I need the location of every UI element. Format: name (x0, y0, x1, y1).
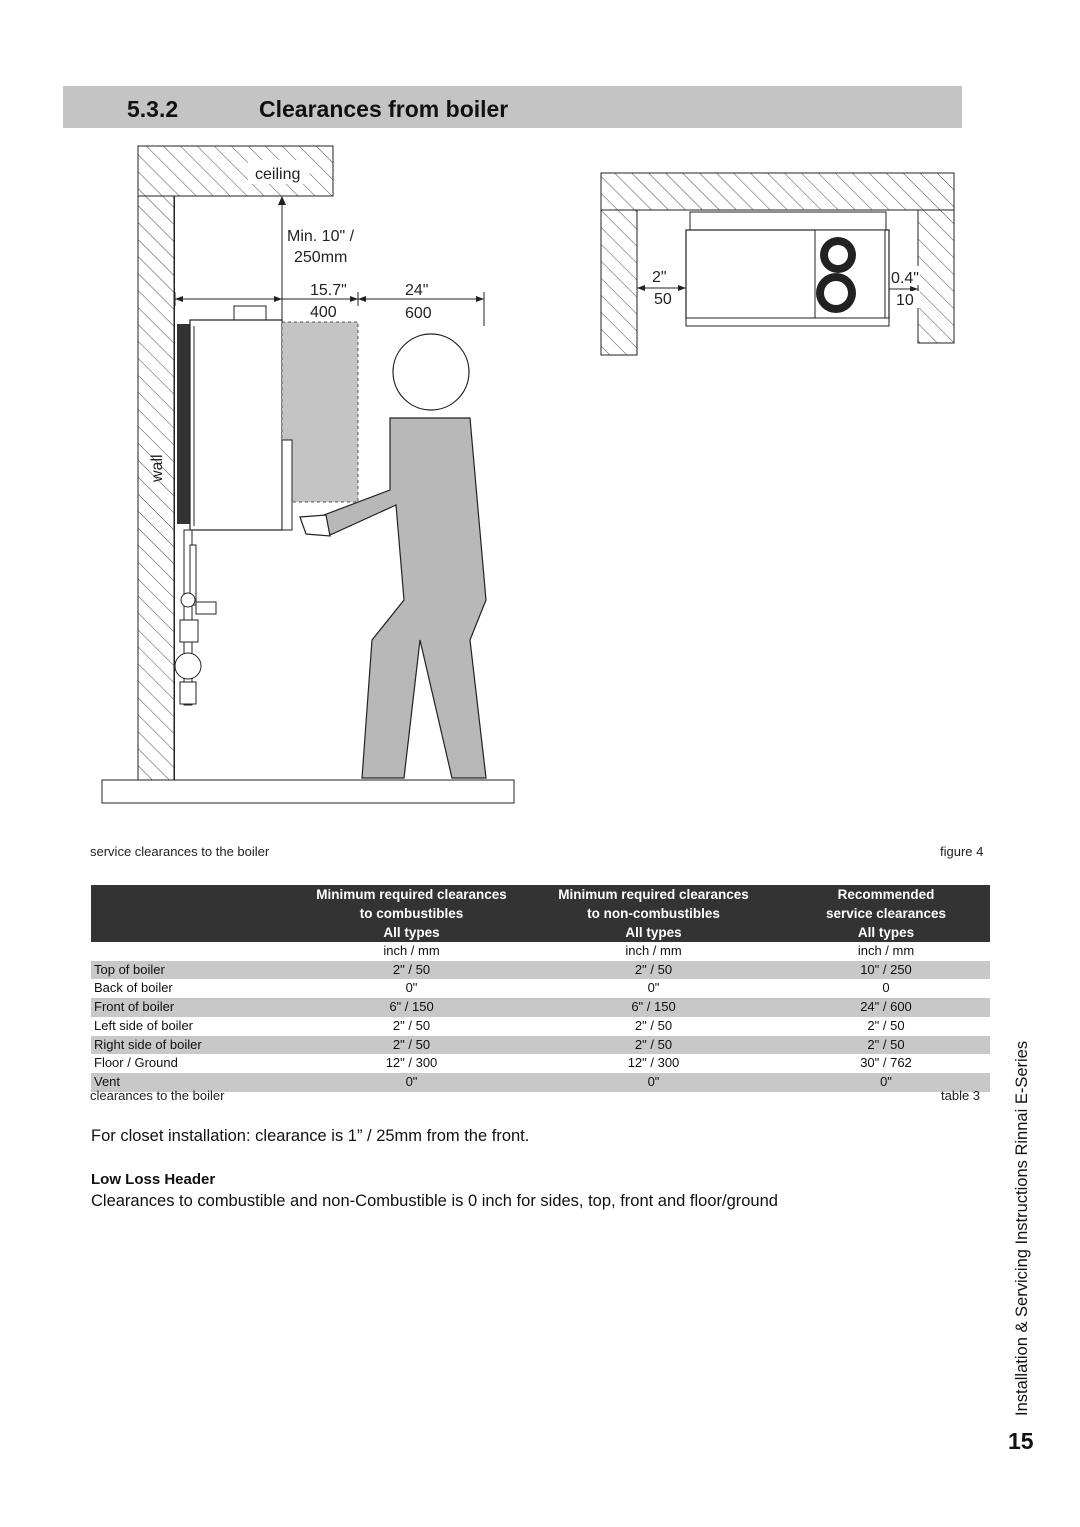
top-view (600, 172, 955, 356)
right-gap-mm: 10 (896, 292, 914, 309)
low-loss-header-heading: Low Loss Header (91, 1171, 216, 1188)
table-row: Vent 0" 0" 0" (91, 1072, 990, 1092)
table-row: Top of boiler 2" / 50 2" / 50 10" / 250 (91, 960, 990, 980)
table-cell: Left side of boiler (94, 1017, 194, 1033)
table-cell: 2" / 50 (298, 1035, 525, 1055)
table-cell: Floor / Ground (94, 1055, 178, 1071)
table-cell: 2" / 50 (298, 960, 525, 980)
left-gap-mm: 50 (654, 291, 672, 308)
table-cell: 0" (782, 1072, 990, 1092)
table-header: to non-combustibles (525, 904, 782, 923)
table-cell: 10" / 250 (782, 960, 990, 980)
table-header: All types (525, 923, 782, 942)
table-cell: 2" / 50 (525, 960, 782, 980)
table-header: to combustibles (298, 904, 525, 923)
section-header-bar (63, 86, 962, 128)
left-gap-inch: 2" (652, 269, 667, 286)
figure-caption: service clearances to the boiler (90, 844, 270, 859)
table-cell: 30" / 762 (860, 1055, 912, 1071)
clearances-table: Minimum required clearances Minimum requ… (91, 885, 990, 1092)
table-header: All types (782, 923, 990, 942)
boiler-side-view (177, 305, 359, 531)
wall-label: wall (149, 454, 166, 483)
wall-hatch (137, 195, 175, 781)
table-cell: 0" (525, 1072, 782, 1092)
arrow-up-icon (278, 196, 286, 205)
table-row: Right side of boiler 2" / 50 2" / 50 2" … (91, 1035, 990, 1055)
table-cell: inch / mm (625, 943, 682, 958)
person-figure (299, 333, 487, 779)
table-row: Floor / Ground 12" / 300 12" / 300 30" /… (91, 1054, 990, 1073)
table-row: Front of boiler 6" / 150 6" / 150 24" / … (91, 998, 990, 1017)
table-cell: inch / mm (857, 943, 915, 958)
table-cell: 0" (647, 980, 660, 996)
table-cell: Front of boiler (91, 998, 298, 1017)
page-number: 15 (1008, 1428, 1034, 1454)
table-cell: 24" / 600 (782, 998, 990, 1017)
table-cell: 2" / 50 (867, 1017, 905, 1033)
table-cell: 6" / 150 (298, 998, 525, 1017)
section-title: Clearances from boiler (259, 96, 509, 122)
table-cell: 6" / 150 (525, 998, 782, 1017)
top-clearance-mm: 250mm (294, 249, 347, 266)
boiler-depth-inch: 15.7" (310, 282, 347, 299)
table-header (91, 904, 298, 923)
table-ref: table 3 (941, 1088, 981, 1103)
table-header (91, 885, 298, 904)
front-clearance-inch: 24" (405, 282, 428, 299)
top-clearance-inch: Min. 10" / (287, 228, 355, 245)
table-cell: Back of boiler (94, 980, 173, 996)
document-side-title: Installation & Servicing Instructions Ri… (1013, 1040, 1031, 1416)
table-header: Recommended (782, 885, 990, 904)
table-cell: 2" / 50 (782, 1035, 990, 1055)
table-cell (91, 942, 298, 961)
figure-ref: figure 4 (940, 844, 984, 859)
table-cell: 2" / 50 (634, 1017, 673, 1033)
table-cell: 2" / 50 (392, 1017, 431, 1033)
table-header (91, 923, 298, 942)
pipework (174, 529, 217, 706)
floor-slab (101, 779, 515, 804)
clearance-diagram: ceiling wall Min. 10" / 250mm 15.7" 400 … (101, 145, 955, 804)
table-cell: 0 (882, 980, 890, 996)
table-row: Left side of boiler 2" / 50 2" / 50 2" /… (91, 1017, 990, 1036)
right-gap-inch: 0.4" (891, 270, 919, 287)
table-units-row: inch / mm inch / mm inch / mm (91, 942, 990, 961)
table-cell: 12" / 300 (385, 1055, 438, 1071)
table-cell: Vent (91, 1072, 298, 1092)
front-clearance-mm: 600 (405, 305, 432, 322)
boiler-depth-mm: 400 (310, 304, 337, 321)
table-cell: Top of boiler (91, 960, 298, 980)
table-cell: 0" (298, 1072, 525, 1092)
table-row: Back of boiler 0" 0" 0 (91, 979, 990, 998)
section-number: 5.3.2 (127, 96, 179, 122)
table-header: Minimum required clearances (525, 885, 782, 904)
table-cell: Right side of boiler (91, 1035, 298, 1055)
table-cell: 0" (405, 980, 418, 996)
table-caption: clearances to the boiler (90, 1088, 225, 1103)
table-cell: 12" / 300 (627, 1055, 680, 1071)
table-header: service clearances (782, 904, 990, 923)
closet-note: For closet installation: clearance is 1”… (91, 1127, 530, 1145)
table-header: Minimum required clearances (298, 885, 525, 904)
table-cell: 2" / 50 (525, 1035, 782, 1055)
low-loss-header-text: Clearances to combustible and non-Combus… (91, 1192, 778, 1210)
table-header: All types (298, 923, 525, 942)
table-cell: inch / mm (383, 943, 440, 958)
ceiling-label: ceiling (255, 166, 300, 183)
ceiling-label-bg (248, 160, 310, 184)
